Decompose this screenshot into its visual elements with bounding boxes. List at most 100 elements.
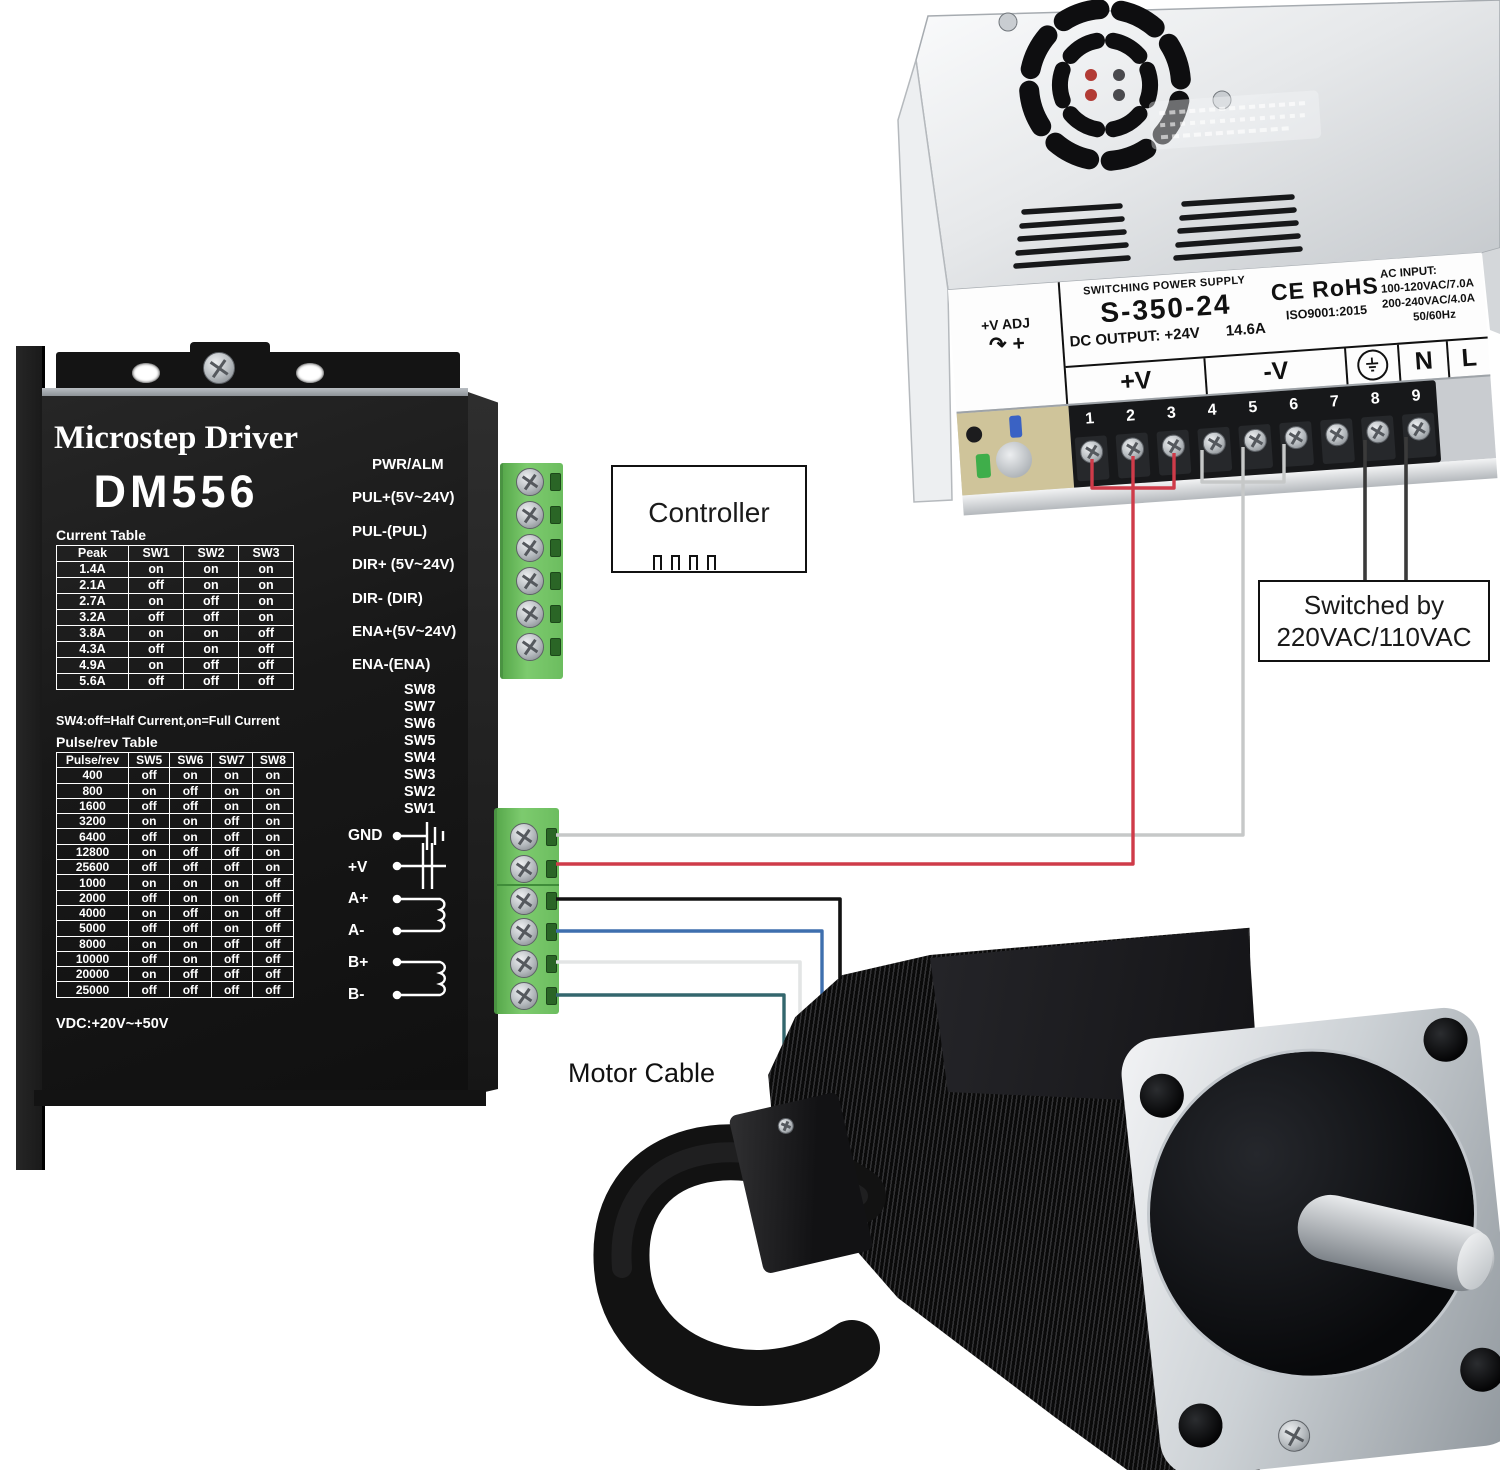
table-cell: off bbox=[127, 859, 171, 876]
table-cell: off bbox=[169, 904, 212, 922]
table-cell: on bbox=[127, 904, 171, 922]
table-cell: 8000 bbox=[56, 935, 129, 952]
terminal-clamp bbox=[1397, 410, 1441, 465]
terminal-screw-icon bbox=[1406, 416, 1431, 442]
terminal-screw-icon bbox=[510, 855, 538, 883]
dip-switch-label: SW2 bbox=[404, 784, 436, 800]
screw-icon bbox=[1276, 1418, 1312, 1454]
table-cell: 3.8A bbox=[56, 625, 129, 642]
table-cell: on bbox=[251, 859, 295, 876]
switch-note-line1: Switched by bbox=[1303, 589, 1445, 620]
table-cell: on bbox=[127, 813, 171, 830]
terminal-number: 9 bbox=[1411, 387, 1422, 405]
table-cell: on bbox=[238, 561, 294, 578]
terminal-screw-icon bbox=[1242, 428, 1268, 453]
table-cell: SW6 bbox=[169, 751, 212, 769]
terminal-number: 6 bbox=[1288, 395, 1299, 414]
terminal-number: 7 bbox=[1329, 393, 1340, 411]
table-cell: on bbox=[210, 904, 253, 922]
pin-icon bbox=[707, 555, 716, 570]
terminal-screw-icon bbox=[510, 918, 538, 946]
terminal-clamp bbox=[1152, 427, 1196, 482]
ac-switch-note-box: Switched by 220VAC/110VAC bbox=[1258, 580, 1490, 662]
table-cell: 6400 bbox=[56, 828, 129, 845]
table-cell: on bbox=[183, 625, 239, 642]
table-cell: SW1 bbox=[128, 545, 184, 562]
mount-hole-icon bbox=[1137, 1071, 1187, 1120]
table-cell: on bbox=[169, 935, 212, 952]
terminal-screw-icon bbox=[1161, 433, 1186, 459]
table-cell: on bbox=[169, 874, 212, 891]
pin-icon bbox=[653, 555, 662, 570]
mount-hole-icon bbox=[1458, 1345, 1500, 1394]
table-cell: off bbox=[127, 920, 171, 937]
table-cell: 25000 bbox=[56, 981, 129, 998]
table-cell: off bbox=[127, 981, 171, 998]
table-cell: on bbox=[210, 797, 253, 815]
table-cell: off bbox=[210, 981, 253, 998]
terminal-screw-icon bbox=[510, 887, 538, 915]
signal-label: ENA+(5V~24V) bbox=[352, 622, 457, 640]
table-cell: 800 bbox=[56, 782, 129, 799]
terminal-screw-icon bbox=[1324, 422, 1350, 448]
table-cell: off bbox=[169, 797, 212, 815]
dip-switch-label: SW6 bbox=[404, 716, 436, 732]
table-cell: off bbox=[210, 935, 253, 952]
terminal-screw-icon bbox=[510, 982, 538, 1010]
terminal-screw-icon bbox=[516, 468, 544, 496]
table-cell: on bbox=[183, 577, 239, 594]
table-cell: on bbox=[169, 828, 212, 845]
terminal-screw-icon bbox=[1120, 436, 1146, 462]
table-cell: 2.1A bbox=[56, 577, 129, 594]
component-icon bbox=[1008, 415, 1023, 439]
dip-switch-label: SW5 bbox=[404, 733, 436, 749]
terminal-label: A+ bbox=[348, 890, 369, 908]
table-cell: off bbox=[183, 609, 239, 626]
table-cell: on bbox=[251, 797, 295, 815]
terminal-label: B+ bbox=[348, 954, 369, 972]
driver-bottom-bar bbox=[34, 1090, 486, 1106]
table-cell: off bbox=[210, 859, 253, 876]
terminal-screw-icon bbox=[1365, 419, 1390, 445]
table-cell: 25600 bbox=[56, 859, 129, 876]
signal-label: PWR/ALM bbox=[372, 456, 444, 473]
terminal-screw-icon bbox=[1079, 439, 1105, 465]
table-cell: 3.2A bbox=[56, 609, 129, 626]
table-cell: off bbox=[127, 767, 171, 784]
table-cell: off bbox=[251, 981, 295, 998]
power-motor-terminal-block bbox=[494, 808, 559, 1014]
table-cell: 12800 bbox=[56, 843, 129, 861]
terminal-number: 3 bbox=[1166, 404, 1177, 423]
screw-icon bbox=[203, 352, 235, 384]
table-cell: on bbox=[251, 828, 295, 845]
driver-model: DM556 bbox=[93, 466, 259, 517]
table-cell: off bbox=[183, 657, 239, 674]
table-cell: on bbox=[128, 657, 184, 674]
table-cell: off bbox=[210, 813, 253, 830]
table-cell: on bbox=[251, 782, 295, 799]
table-cell: off bbox=[127, 828, 171, 845]
screw-icon bbox=[998, 12, 1018, 32]
terminal-clamp bbox=[1193, 424, 1237, 479]
controller-label: Controller bbox=[648, 497, 770, 528]
psu-ac-input: AC INPUT: 100-120VAC/7.0A 200-240VAC/4.0… bbox=[1379, 264, 1476, 324]
driver-top-bevel bbox=[42, 388, 468, 398]
table-cell: on bbox=[127, 966, 171, 983]
table-cell: 5000 bbox=[56, 920, 129, 937]
terminal-number: 1 bbox=[1084, 410, 1095, 428]
motor-cable-label: Motor Cable bbox=[568, 1058, 716, 1088]
table-cell: off bbox=[169, 981, 212, 998]
dip-switch-label: SW7 bbox=[404, 699, 436, 715]
table-cell: 1.4A bbox=[56, 561, 129, 578]
table-cell: off bbox=[169, 843, 212, 861]
terminal-clamp bbox=[1356, 413, 1400, 468]
table-cell: on bbox=[251, 767, 295, 784]
psu-terminal-L: L bbox=[1446, 338, 1491, 378]
signal-label: PUL-(PUL) bbox=[352, 522, 427, 540]
signal-terminal-block bbox=[500, 463, 563, 679]
terminal-number: 5 bbox=[1247, 398, 1258, 417]
mount-hole-icon bbox=[132, 363, 160, 383]
